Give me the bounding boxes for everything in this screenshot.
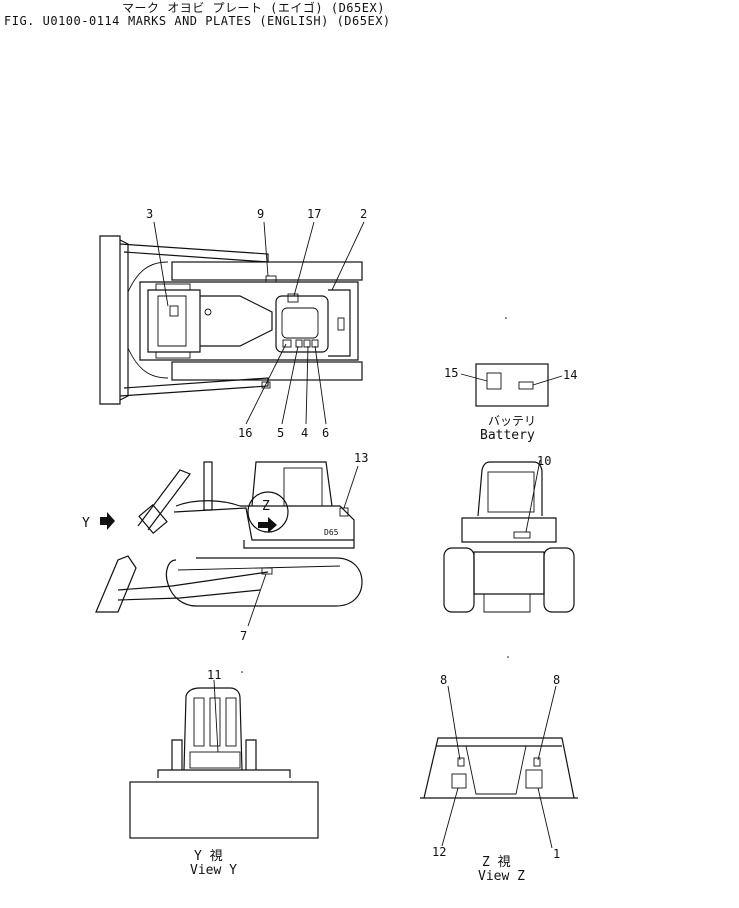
callout-12: 12 <box>432 845 446 859</box>
top-view-drawing <box>99 221 365 425</box>
callout-3: 3 <box>146 207 153 221</box>
view-y-drawing <box>129 679 319 839</box>
callout-10: 10 <box>537 454 551 468</box>
callout-8-left: 8 <box>440 673 447 687</box>
speck-dot <box>505 317 507 319</box>
battery-label-japanese: バッテリ <box>488 414 536 428</box>
callout-4: 4 <box>301 426 308 440</box>
title-japanese: マーク オヨビ プレート (エイゴ) (D65EX) <box>122 1 385 15</box>
callout-11: 11 <box>207 668 221 682</box>
callout-16: 16 <box>238 426 252 440</box>
callout-17: 17 <box>307 207 321 221</box>
callout-15: 15 <box>444 366 458 380</box>
rear-view-drawing <box>443 459 575 613</box>
callout-9: 9 <box>257 207 264 221</box>
view-y-marker: Y <box>82 516 90 531</box>
battery-label-english: Battery <box>480 428 535 443</box>
callout-8-right: 8 <box>553 673 560 687</box>
callout-6: 6 <box>322 426 329 440</box>
speck-dot <box>507 656 509 658</box>
view-z-caption-english: View Z <box>478 869 525 884</box>
callout-7: 7 <box>240 629 247 643</box>
side-view-drawing <box>95 461 363 627</box>
callout-1: 1 <box>553 847 560 861</box>
title-english: MARKS AND PLATES (ENGLISH) (D65EX) <box>128 14 391 28</box>
battery-drawing <box>460 363 563 407</box>
callout-2: 2 <box>360 207 367 221</box>
callout-14: 14 <box>563 368 577 382</box>
callout-5: 5 <box>277 426 284 440</box>
view-z-drawing <box>420 685 578 849</box>
view-y-caption-japanese: Y 視 <box>194 849 223 864</box>
view-z-marker: Z <box>262 499 270 514</box>
view-z-caption-japanese: Z 視 <box>482 855 511 870</box>
callout-13: 13 <box>354 451 368 465</box>
view-y-caption-english: View Y <box>190 863 237 878</box>
top-view-callouts: 3 9 17 2 16 5 4 6 <box>146 207 367 440</box>
figure-id: FIG. U0100-0114 <box>4 14 120 28</box>
speck-dot <box>241 671 243 673</box>
model-plate-label: D65 <box>324 528 339 537</box>
